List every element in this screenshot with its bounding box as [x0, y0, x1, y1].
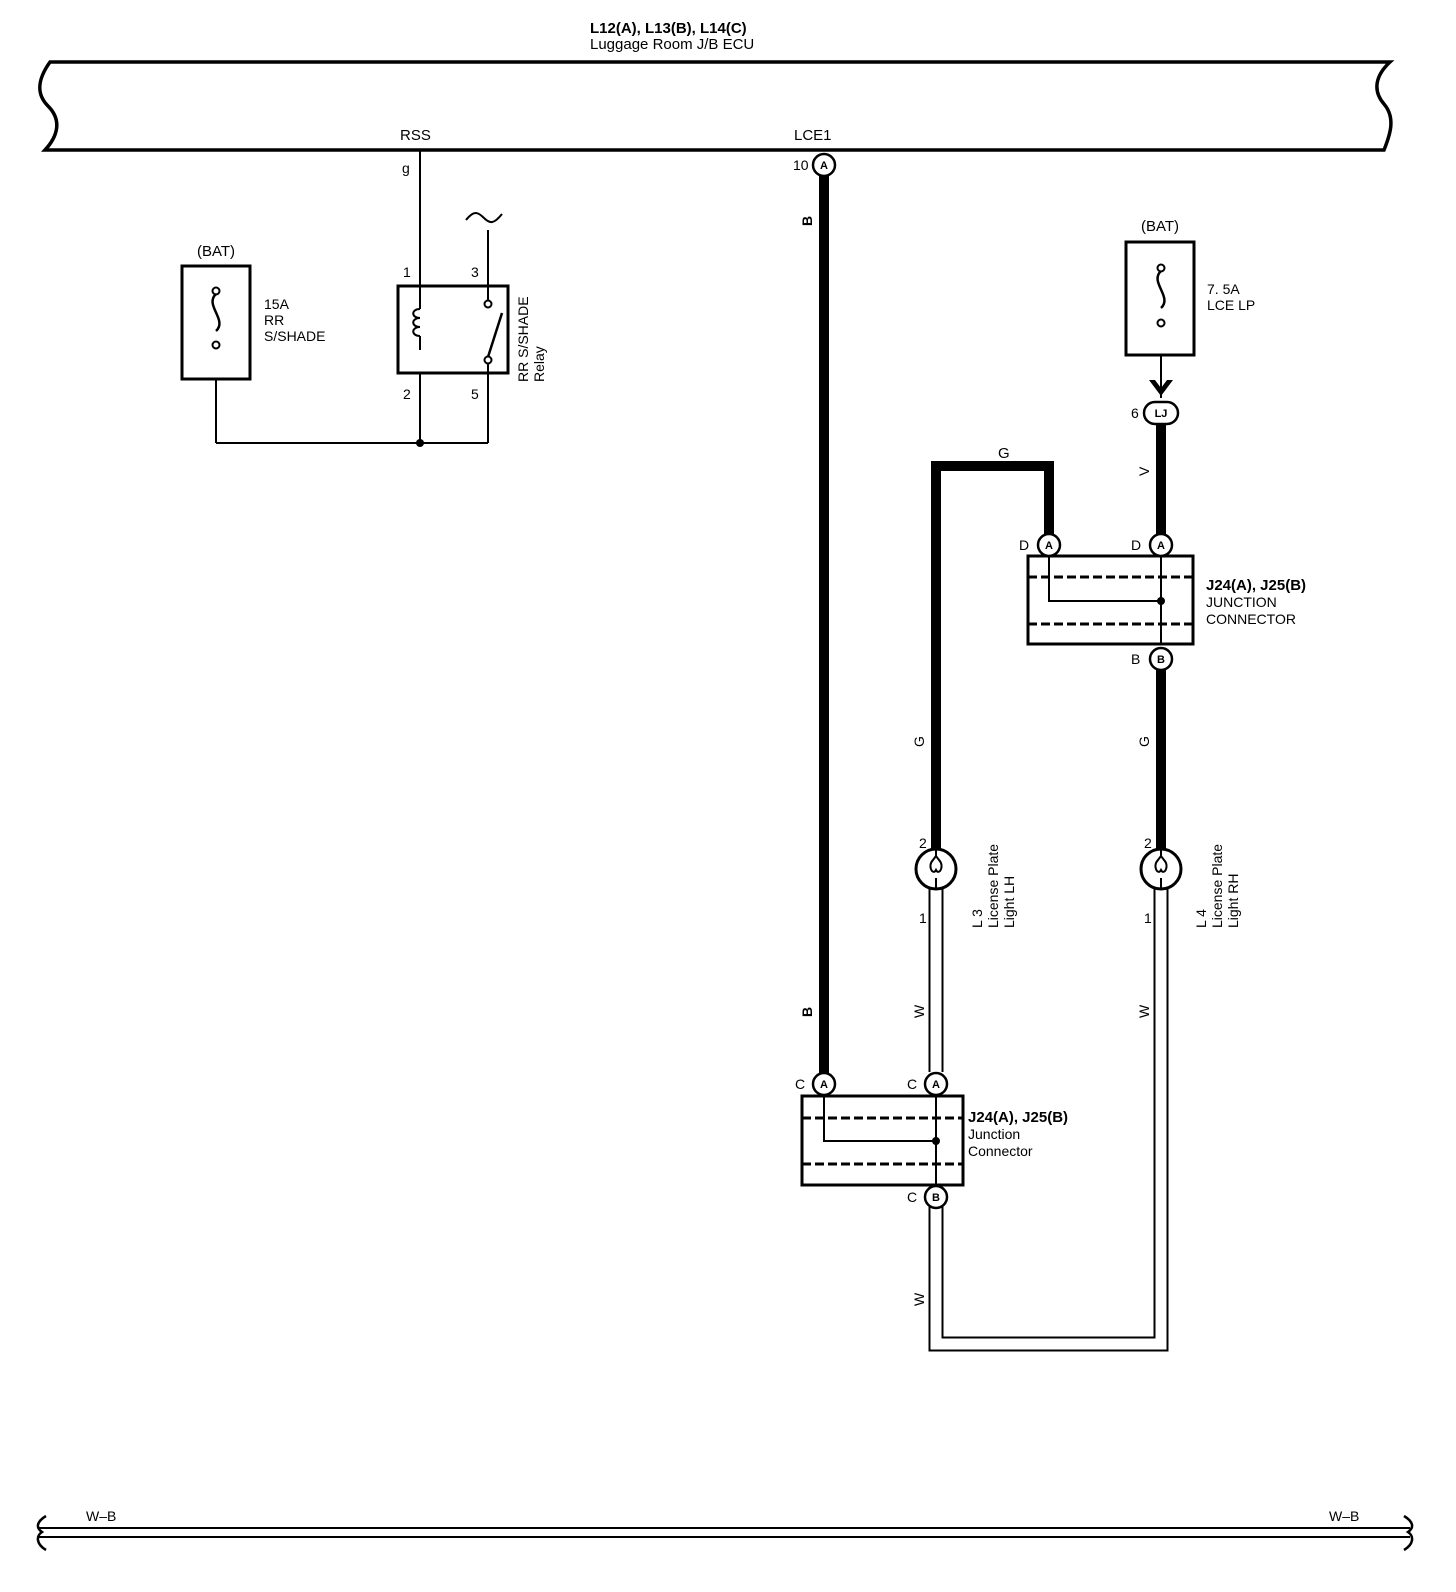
conn-letter: B [1157, 654, 1165, 666]
lamp-lh-line2: Light LH [1001, 876, 1017, 928]
wire-color-g-top: G [998, 445, 1010, 462]
junction-upper-conn-a-right [1148, 532, 1174, 558]
ac-tilde-icon [465, 212, 503, 224]
lce1-connector-label: A [820, 160, 828, 172]
fuse-lce-lp-name: LCE LP [1207, 297, 1255, 313]
ecu-block [38, 60, 1395, 152]
wire-color-lce1-bottom: B [799, 1007, 815, 1017]
junction-lower-line2: Connector [968, 1143, 1033, 1159]
junction-lower-ref: J24(A), J25(B) [968, 1109, 1068, 1126]
wire-color-g-left: G [911, 736, 927, 747]
conn-letter: A [1157, 540, 1165, 552]
junction-upper-line2: CONNECTOR [1206, 611, 1296, 627]
conn-letter: A [1045, 540, 1053, 552]
junction-lower-pin-right: C [907, 1076, 917, 1092]
relay-pin-1: 1 [403, 264, 411, 280]
lamp-rh-id: L 4 [1193, 909, 1209, 928]
lamp-rh-line1: License Plate [1209, 844, 1225, 928]
splice-point [416, 439, 424, 447]
lamp-lh-icon [914, 847, 958, 891]
junction-lower-conn-a-right [923, 1071, 949, 1097]
lamp-rh-pin-bottom: 1 [1144, 910, 1152, 926]
conn-letter: A [820, 1079, 828, 1091]
junction-upper-ref: J24(A), J25(B) [1206, 577, 1306, 594]
lamp-lh-line1: License Plate [985, 844, 1001, 928]
lamp-rh-line2: Light RH [1225, 874, 1241, 928]
lamp-lh-pin-top: 2 [919, 835, 927, 851]
wire-color-w-bottom: W [911, 1292, 927, 1306]
terminal-rss-label: RSS [400, 127, 431, 144]
in-line-connector-arrow-icon [1149, 380, 1173, 396]
heavy-wires [819, 169, 1166, 1077]
fuse-lce-lp-source: (BAT) [1141, 218, 1179, 235]
lce1-pin: 10 [793, 157, 809, 173]
ground-label-right: W–B [1329, 1508, 1359, 1524]
lamp-lh-id: L 3 [969, 909, 985, 928]
lj-pin: 6 [1131, 405, 1139, 421]
wire-color-w-right: W [1136, 1004, 1152, 1018]
junction-upper-pin-left: D [1019, 537, 1029, 553]
wire-color-g-right: G [1136, 736, 1152, 747]
ground-bus [36, 1514, 1414, 1552]
junction-lower-conn-b [923, 1184, 949, 1210]
junction-lower-pin-out: C [907, 1189, 917, 1205]
relay-pin-3: 3 [471, 264, 479, 280]
white-wires [928, 886, 1169, 1352]
wire-color-v: V [1136, 466, 1152, 476]
ecu-name: Luggage Room J/B ECU [590, 36, 754, 53]
relay-pin-2: 2 [403, 386, 411, 402]
wire-color-lce1-top: B [799, 216, 815, 226]
ground-label-left: W–B [86, 1508, 116, 1524]
fuse-element-icon [211, 286, 221, 350]
lce1-connector [811, 152, 837, 178]
relay-pin-5: 5 [471, 386, 479, 402]
fuse-lce-lp-amp: 7. 5A [1207, 281, 1240, 297]
lj-connector-label: LJ [1155, 408, 1168, 420]
lamp-lh-pin-bottom: 1 [919, 910, 927, 926]
fuse-rr-shade-line1: RR [264, 312, 284, 328]
fuse-rr-shade-box [180, 264, 252, 381]
relay-name: RR S/SHADE [515, 296, 531, 382]
lj-connector [1142, 400, 1180, 426]
ecu-ref: L12(A), L13(B), L14(C) [590, 20, 747, 37]
junction-upper-pin-out: B [1131, 651, 1140, 667]
wire-color-w-left: W [911, 1004, 927, 1018]
junction-upper-line1: JUNCTION [1206, 594, 1277, 610]
conn-letter: A [932, 1079, 940, 1091]
fuse-rr-shade-line2: S/SHADE [264, 328, 325, 344]
fuse-rr-shade-source: (BAT) [197, 243, 235, 260]
junction-lower-pin-left: C [795, 1076, 805, 1092]
fuse-lce-lp-box [1124, 240, 1196, 357]
lamp-rh-pin-top: 2 [1144, 835, 1152, 851]
junction-upper-pin-right: D [1131, 537, 1141, 553]
terminal-lce1-label: LCE1 [794, 127, 832, 144]
junction-lower-conn-a-left [811, 1071, 837, 1097]
conn-letter: B [932, 1192, 940, 1204]
junction-lower-line1: Junction [968, 1126, 1020, 1142]
rss-pin: g [402, 160, 410, 176]
junction-upper-conn-b [1148, 646, 1174, 672]
relay-sub: Relay [531, 346, 547, 382]
fuse-rr-shade-amp: 15A [264, 296, 290, 312]
relay-switch-icon [483, 286, 504, 373]
relay-coil-icon [412, 286, 421, 350]
junction-upper-conn-a-left [1036, 532, 1062, 558]
lamp-rh-icon [1139, 847, 1183, 891]
fuse-element-icon [1156, 263, 1166, 328]
